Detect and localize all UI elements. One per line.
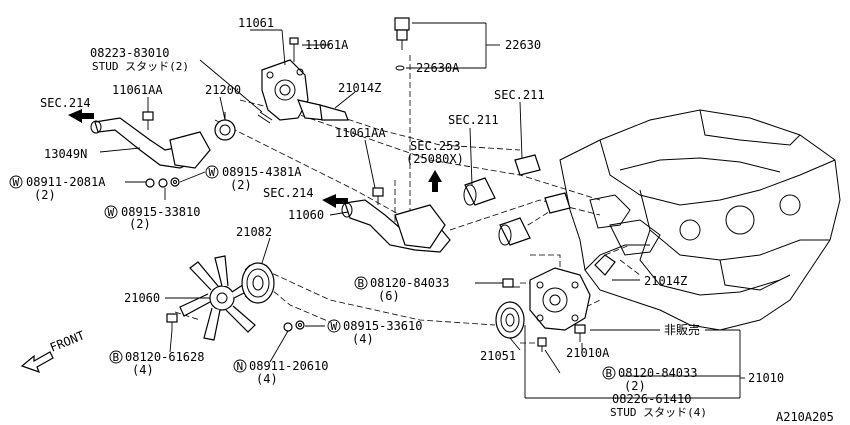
- label-washer-08915-33810: 08915-33810: [121, 205, 200, 219]
- label-21010: 21010: [748, 371, 784, 385]
- circle-b-2: B: [113, 351, 120, 364]
- label-13049N: 13049N: [44, 147, 87, 161]
- label-front: FRONT: [48, 328, 87, 355]
- circle-b-1: B: [358, 277, 365, 290]
- water-outlet-13049N: [90, 117, 211, 169]
- fitting-lower: [544, 192, 571, 214]
- thermostat-housing-11061: [261, 59, 331, 121]
- hose-21014Z-top: [319, 104, 349, 121]
- label-21014Z-right: 21014Z: [644, 274, 687, 288]
- nut-08911-20610: [283, 322, 293, 332]
- label-sec253: SEC.253: [410, 139, 461, 153]
- arrow-sec214-mid: [322, 194, 348, 208]
- label-bolt-qty-2: (4): [132, 363, 154, 377]
- label-stud-desc-2: STUD スタッド(4): [610, 406, 707, 419]
- label-21051: 21051: [480, 349, 516, 363]
- washer-08915-33610: [295, 320, 305, 330]
- label-22630: 22630: [505, 38, 541, 52]
- label-21082: 21082: [236, 225, 272, 239]
- pipe-sleeve-lower: [498, 217, 531, 246]
- arrow-sec253: [428, 170, 442, 192]
- bolt-08120-84033-upper: [502, 278, 520, 288]
- diagram-code: A210A205: [776, 410, 834, 424]
- label-sec211-b: SEC.211: [448, 113, 499, 127]
- bolt-08120-61628: [166, 313, 178, 330]
- circle-w-1: W: [209, 166, 216, 179]
- label-washer-qty-1: (2): [230, 178, 252, 192]
- label-11061AA-top: 11061AA: [112, 83, 163, 97]
- label-11061: 11061: [238, 16, 274, 30]
- bolt-11061AA-top: [142, 111, 154, 130]
- label-bolt-08120-84033-b: 08120-84033: [618, 366, 697, 380]
- bolt-11061AA-mid: [372, 187, 384, 205]
- water-inlet-11060: [341, 199, 451, 253]
- label-washer-08915-4381A: 08915-4381A: [222, 165, 302, 179]
- washer-group-left: [145, 177, 180, 188]
- labels: 11061 11061A 22630 22630A 08223-83010 ST…: [26, 16, 834, 424]
- pulley-21051: [495, 301, 525, 339]
- thermostat-21200: [214, 112, 236, 141]
- pipe-sleeve-upper: [463, 177, 496, 206]
- label-washer-qty-2: (2): [34, 188, 56, 202]
- label-bolt-qty-1: (6): [378, 289, 400, 303]
- fan-clutch-21082: [241, 262, 275, 304]
- label-bolt-08120-84033-a: 08120-84033: [370, 276, 449, 290]
- label-21060: 21060: [124, 291, 160, 305]
- label-21014Z-top: 21014Z: [338, 81, 381, 95]
- temp-sensor-22630: [394, 17, 410, 71]
- leader-lines: [99, 22, 745, 399]
- label-sec214-top: SEC.214: [40, 96, 91, 110]
- bolt-11061A: [289, 37, 299, 62]
- label-not-for-sale: 非販売: [664, 322, 700, 337]
- label-sec214-mid: SEC.214: [263, 186, 314, 200]
- fitting-upper: [514, 154, 541, 176]
- circle-w-3: W: [108, 206, 115, 219]
- circle-w-2: W: [13, 176, 20, 189]
- circle-prefixes: W W W B W B N B: [9, 165, 616, 380]
- label-sec253-sub: (25080X): [406, 152, 464, 166]
- water-pump-21010: [529, 267, 591, 331]
- stud-08223-83010: [257, 111, 273, 124]
- circle-n-1: N: [237, 360, 244, 373]
- label-nut-qty: (4): [256, 372, 278, 386]
- label-washer-qty-3: (2): [129, 217, 151, 231]
- label-stud-08223-83010: 08223-83010: [90, 46, 169, 60]
- label-21010A: 21010A: [566, 346, 610, 360]
- label-11061AA-mid: 11061AA: [335, 126, 386, 140]
- label-washer-08911-2081A: 08911-2081A: [26, 175, 106, 189]
- circle-w-4: W: [331, 320, 338, 333]
- arrow-front: [20, 351, 54, 374]
- arrow-sec214-top: [68, 109, 94, 123]
- label-11061A: 11061A: [305, 38, 349, 52]
- label-nut-08911-20610: 08911-20610: [249, 359, 328, 373]
- label-washer-08915-33610: 08915-33610: [343, 319, 422, 333]
- label-stud-desc-1: STUD スタッド(2): [92, 60, 189, 73]
- label-sec211-a: SEC.211: [494, 88, 545, 102]
- label-11060: 11060: [288, 208, 324, 222]
- label-bolt-qty-3: (2): [624, 379, 646, 393]
- label-22630A: 22630A: [416, 61, 460, 75]
- bolt-08120-84033-lower: [537, 337, 547, 352]
- label-stud-08226-61410: 08226-61410: [612, 392, 691, 406]
- label-bolt-08120-61628: 08120-61628: [125, 350, 204, 364]
- circle-b-3: B: [606, 367, 613, 380]
- label-washer-qty-4: (4): [352, 332, 374, 346]
- label-21200: 21200: [205, 83, 241, 97]
- stud-21010A: [574, 324, 586, 342]
- engine-block: [559, 109, 841, 331]
- hose-21014Z-right: [594, 254, 616, 276]
